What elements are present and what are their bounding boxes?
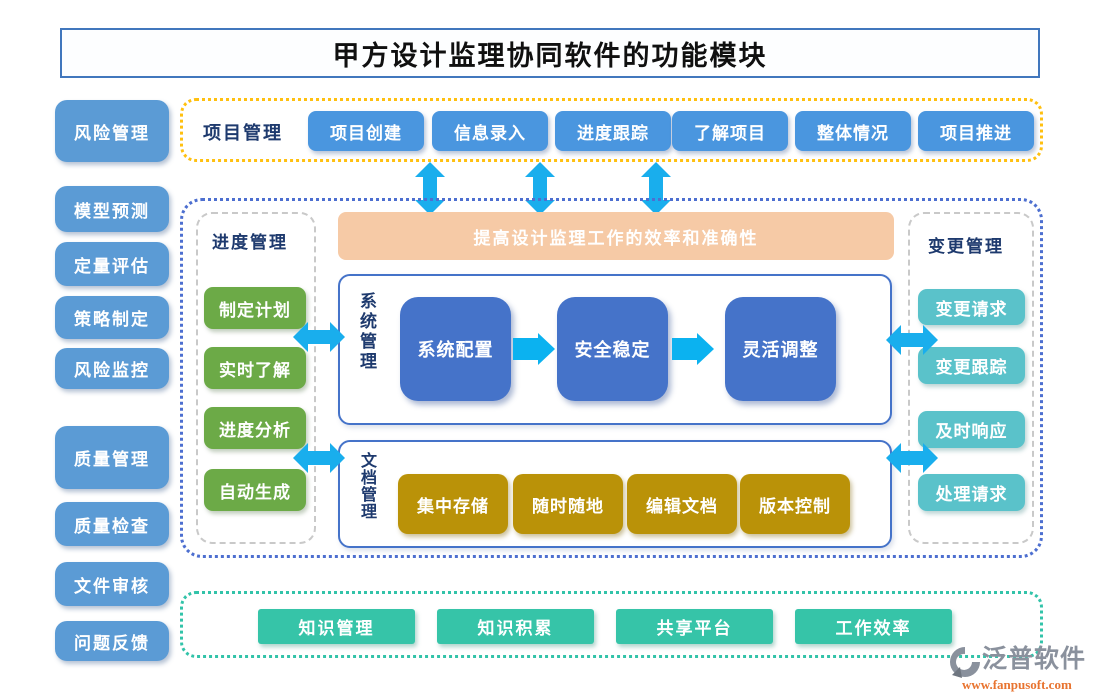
fanpu-logo-icon [950, 647, 980, 678]
progress-analysis-button[interactable]: 进度分析 [204, 407, 306, 449]
handle-request-button[interactable]: 处理请求 [918, 474, 1025, 511]
sidebar-item-risk-management[interactable]: 风险管理 [55, 100, 169, 162]
sharing-platform-button[interactable]: 共享平台 [616, 609, 773, 644]
timely-response-button[interactable]: 及时响应 [918, 411, 1025, 448]
know-project-button[interactable]: 了解项目 [672, 111, 788, 151]
change-section-label: 变更管理 [928, 237, 1004, 256]
double-arrow-vertical-icon [641, 162, 671, 215]
schedule-section-label: 进度管理 [212, 233, 288, 252]
sidebar-item-file-review[interactable]: 文件审核 [55, 562, 169, 606]
double-arrow-vertical-icon [525, 162, 555, 215]
project-section-label: 项目管理 [203, 123, 283, 143]
central-storage-button[interactable]: 集中存储 [398, 474, 508, 534]
double-arrow-horizontal-icon [886, 443, 938, 473]
double-arrow-horizontal-icon [293, 443, 345, 473]
system-box-label: 系统管理 [357, 292, 376, 372]
middle-section [180, 198, 1043, 558]
double-arrow-horizontal-icon [886, 325, 938, 355]
realtime-know-button[interactable]: 实时了解 [204, 347, 306, 389]
chevron-right-arrow-icon [672, 333, 714, 365]
efficiency-banner: 提高设计监理工作的效率和准确性 [338, 212, 894, 260]
page-title: 甲方设计监理协同软件的功能模块 [332, 40, 768, 71]
knowledge-accumulation-button[interactable]: 知识积累 [437, 609, 594, 644]
sidebar-item-quality-inspection[interactable]: 质量检查 [55, 502, 169, 546]
info-entry-button[interactable]: 信息录入 [432, 111, 548, 151]
sidebar-item-issue-feedback[interactable]: 问题反馈 [55, 621, 169, 661]
version-control-button[interactable]: 版本控制 [740, 474, 850, 534]
flexible-adjust-button[interactable]: 灵活调整 [725, 297, 836, 401]
progress-track-button[interactable]: 进度跟踪 [555, 111, 671, 151]
docs-box-label: 文档管理 [358, 452, 375, 520]
auto-generate-button[interactable]: 自动生成 [204, 469, 306, 511]
sidebar-item-model-forecast[interactable]: 模型预测 [55, 186, 169, 232]
sidebar-item-risk-monitoring[interactable]: 风险监控 [55, 348, 169, 389]
double-arrow-horizontal-icon [293, 322, 345, 352]
make-plan-button[interactable]: 制定计划 [204, 287, 306, 329]
sidebar-item-strategy-making[interactable]: 策略制定 [55, 296, 169, 339]
safe-stable-button[interactable]: 安全稳定 [557, 297, 668, 401]
vendor-logo[interactable]: 泛普软件 www.fanpusoft.com [948, 645, 1098, 697]
project-create-button[interactable]: 项目创建 [308, 111, 424, 151]
sidebar-item-quality-management[interactable]: 质量管理 [55, 426, 169, 489]
knowledge-management-button[interactable]: 知识管理 [258, 609, 415, 644]
chevron-right-arrow-icon [513, 333, 555, 365]
change-track-button[interactable]: 变更跟踪 [918, 347, 1025, 384]
double-arrow-vertical-icon [415, 162, 445, 215]
project-advance-button[interactable]: 项目推进 [918, 111, 1034, 151]
vendor-name: 泛普软件 [982, 646, 1087, 673]
system-config-button[interactable]: 系统配置 [400, 297, 511, 401]
project-management-section [180, 98, 1043, 162]
vendor-url: www.fanpusoft.com [962, 677, 1072, 692]
sidebar-item-quant-evaluation[interactable]: 定量评估 [55, 242, 169, 286]
overall-status-button[interactable]: 整体情况 [795, 111, 911, 151]
anytime-anywhere-button[interactable]: 随时随地 [513, 474, 623, 534]
page-title-box: 甲方设计监理协同软件的功能模块 [60, 28, 1040, 78]
edit-document-button[interactable]: 编辑文档 [627, 474, 737, 534]
change-request-button[interactable]: 变更请求 [918, 289, 1025, 325]
work-efficiency-button[interactable]: 工作效率 [795, 609, 952, 644]
knowledge-section [180, 591, 1043, 658]
